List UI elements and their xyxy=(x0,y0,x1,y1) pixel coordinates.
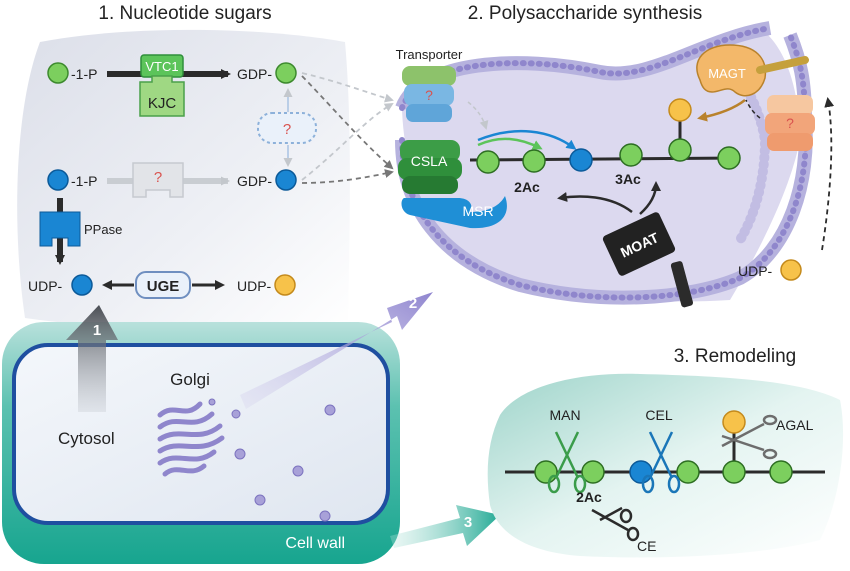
golgi-vesicles xyxy=(208,398,336,522)
gdp-blue-label: GDP- xyxy=(237,173,272,189)
msr-protein xyxy=(401,196,507,229)
orange-transporter-unknown-label: ? xyxy=(786,115,794,131)
blue-addition-arrow xyxy=(477,129,577,150)
green-sugar-1p-icon xyxy=(47,62,69,84)
man-label: MAN xyxy=(549,407,580,423)
csla-mid xyxy=(398,158,462,180)
remodel-residues xyxy=(534,410,793,484)
agal-scissors-icon xyxy=(721,414,778,460)
transporter-unknown-label: ? xyxy=(425,87,433,103)
moat-anchor xyxy=(670,261,694,308)
udp-yellow-syn-sugar-icon xyxy=(780,259,802,281)
ce-scissors-icon xyxy=(591,506,640,542)
ce-label: CE xyxy=(637,538,656,554)
flow-gdp-green-csla xyxy=(301,75,394,170)
csla-label: CSLA xyxy=(411,153,448,169)
golgi-lumen xyxy=(402,28,800,302)
moat-arrow-2ac xyxy=(557,192,633,213)
msr-label: MSR xyxy=(462,203,493,219)
kjc-label: KJC xyxy=(148,95,177,112)
cel-scissors-icon xyxy=(641,431,681,494)
vtc1-label: VTC1 xyxy=(145,59,178,74)
acetyl-2ac-label: 2Ac xyxy=(514,179,540,195)
csla-bottom xyxy=(402,176,458,194)
unknown-epimerase xyxy=(257,112,317,144)
moat-protein xyxy=(602,212,676,276)
magt-anchor xyxy=(756,56,809,74)
blue-sugar-1p-icon xyxy=(47,169,69,191)
udp-yellow-label: UDP- xyxy=(237,278,272,294)
arrow-1 xyxy=(66,305,118,412)
orange-transporter-mid xyxy=(765,113,815,135)
section-title-polysaccharide-synthesis: 2. Polysaccharide synthesis xyxy=(468,3,702,24)
csla-top xyxy=(400,140,460,162)
ppase-label: PPase xyxy=(84,222,122,237)
cel-label: CEL xyxy=(645,407,672,423)
uge-enzyme xyxy=(135,271,191,299)
transporter-mid xyxy=(404,84,454,106)
green-1p-label: -1-P xyxy=(71,66,97,82)
udp-blue-sugar-icon xyxy=(71,274,93,296)
transporter-flow xyxy=(467,101,489,130)
golgi-stack-icon xyxy=(157,401,225,477)
orange-transporter-bottom xyxy=(767,133,813,151)
arrow-1-label: 1 xyxy=(93,322,101,339)
cell-wall-label: Cell wall xyxy=(285,535,345,552)
unknown-enzyme-label: ? xyxy=(154,169,162,186)
orange-to-magt-flow xyxy=(745,99,761,119)
udp-yellow-sugar-icon xyxy=(274,274,296,296)
kjc-enzyme xyxy=(139,75,185,117)
arrow-3-label: 3 xyxy=(464,514,472,531)
gdp-green-label: GDP- xyxy=(237,66,272,82)
acetyl-3ac-label: 3Ac xyxy=(615,171,641,187)
remodel-2ac-label: 2Ac xyxy=(576,489,602,505)
magt-enzyme xyxy=(696,44,767,97)
gdp-blue-sugar-icon xyxy=(275,169,297,191)
transporter-top xyxy=(402,66,456,86)
flow-gdp-blue-transporter xyxy=(301,102,394,181)
glycan-backbone xyxy=(469,156,741,162)
ppase-enzyme xyxy=(39,211,81,247)
section-title-nucleotide-sugars: 1. Nucleotide sugars xyxy=(98,3,271,24)
magt-label: MAGT xyxy=(708,66,746,81)
arrow-3 xyxy=(390,505,500,548)
cytosol-label: Cytosol xyxy=(58,429,115,448)
moat-arrow-3ac xyxy=(639,181,661,215)
man-scissors-icon xyxy=(547,431,587,494)
unknown-epimerase-label: ? xyxy=(283,121,291,138)
section-title-remodeling: 3. Remodeling xyxy=(674,346,797,367)
agal-label: AGAL xyxy=(776,417,814,433)
orange-transporter-top xyxy=(767,95,813,115)
gdp-green-sugar-icon xyxy=(275,62,297,84)
magt-arrow xyxy=(697,99,746,122)
golgi-label: Golgi xyxy=(170,370,210,389)
arrow-2-label: 2 xyxy=(409,295,417,312)
arrow-2 xyxy=(240,292,433,409)
unknown-enzyme xyxy=(132,162,184,198)
blue-1p-label: -1-P xyxy=(71,173,97,189)
udp-yellow-import-flow xyxy=(821,97,835,251)
flow-gdp-green-transporter xyxy=(301,72,394,103)
transporter-label: Transporter xyxy=(396,47,463,62)
udp-yellow-syn-label: UDP- xyxy=(738,263,773,279)
uge-label: UGE xyxy=(147,278,180,295)
glycan-residues xyxy=(476,98,741,174)
udp-blue-label: UDP- xyxy=(28,278,63,294)
green-addition-arrow xyxy=(477,137,543,150)
flow-gdp-blue-csla xyxy=(301,169,394,184)
transporter-bottom xyxy=(406,104,452,122)
